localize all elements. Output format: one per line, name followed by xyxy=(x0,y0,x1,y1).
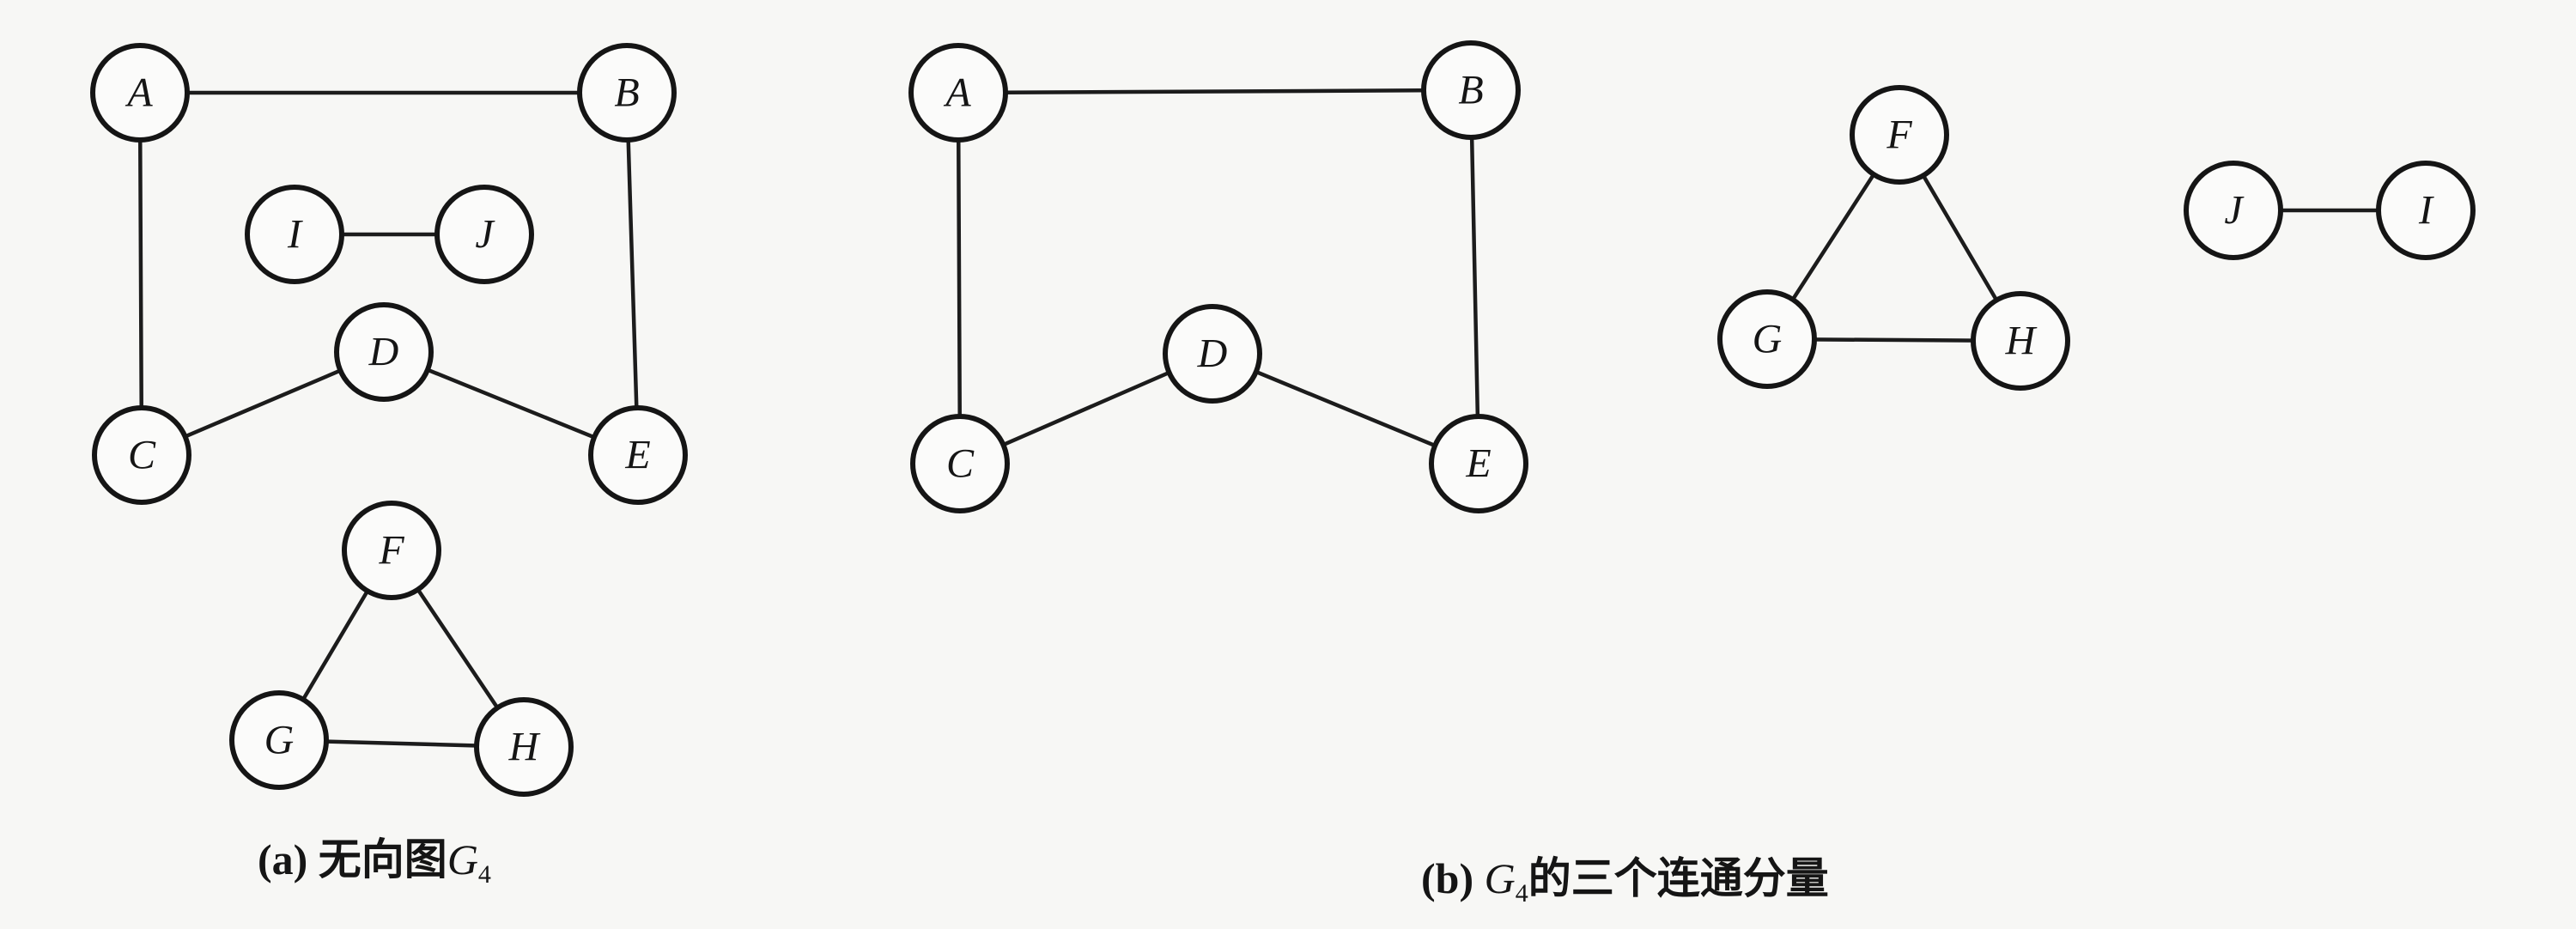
component-1-node-c-circle xyxy=(910,414,1010,513)
graph-a-node-f-label: F xyxy=(378,528,404,574)
component-3-node-i: I xyxy=(2376,161,2476,260)
caption-a: (a) 无向图G4 xyxy=(258,835,491,889)
graph-a-node-j-circle xyxy=(434,185,534,284)
graph-a-node-f: F xyxy=(342,501,441,600)
component-3-node-i-circle xyxy=(2376,161,2476,260)
graph-a-node-i-label: I xyxy=(287,212,303,258)
graph-a-node-b-circle xyxy=(577,43,677,143)
graph-a-node-h: H xyxy=(474,697,574,797)
component-1-node-c: C xyxy=(910,414,1010,513)
component-1-node-e-circle xyxy=(1429,414,1528,513)
component-1-edge-b-e xyxy=(1468,88,1481,466)
caption-a-sub: 4 xyxy=(478,860,491,889)
caption-b-var: G xyxy=(1485,854,1516,902)
graph-a-node-a: A xyxy=(90,43,190,143)
graph-a-node-j: J xyxy=(434,185,534,284)
component-1-node-e: E xyxy=(1429,414,1528,513)
component-1-node-a-circle xyxy=(908,43,1008,143)
component-2-node-g-label: G xyxy=(1753,317,1783,362)
graph-a-node-e: E xyxy=(588,405,688,505)
component-1-node-d: D xyxy=(1163,304,1262,404)
graph-a-node-c: C xyxy=(92,405,191,505)
component-2-node-h-label: H xyxy=(2005,319,2038,364)
graph-a-node-g-label: G xyxy=(264,718,295,763)
graph-a-node-a-label: A xyxy=(125,70,153,116)
component-1-node-c-label: C xyxy=(946,441,975,487)
caption-b-prefix: (b) xyxy=(1421,854,1485,902)
graph-a-node-b-label: B xyxy=(614,70,639,116)
graph-a-node-d: D xyxy=(334,302,434,402)
component-2-node-g-circle xyxy=(1717,289,1817,389)
component-1-node-b-circle xyxy=(1421,40,1521,140)
component-1-node-d-circle xyxy=(1163,304,1262,404)
graph-a-edge-a-c xyxy=(137,90,144,458)
component-3-node-j: J xyxy=(2184,161,2283,260)
graph-a-edge-b-e xyxy=(624,90,641,458)
graph-a-node-h-circle xyxy=(474,697,574,797)
graph-a-node-d-circle xyxy=(334,302,434,402)
component-3-node-j-circle xyxy=(2184,161,2283,260)
caption-b: (b) G4的三个连通分量 xyxy=(1421,854,1829,908)
graph-a-node-j-label: J xyxy=(475,212,495,258)
graph-a-node-e-circle xyxy=(588,405,688,505)
component-1-node-d-label: D xyxy=(1197,331,1228,377)
graph-a-node-c-label: C xyxy=(128,433,156,478)
graph-a-node-g: G xyxy=(229,690,329,790)
graph-a-node-i: I xyxy=(245,185,344,284)
caption-b-suffix: 的三个连通分量 xyxy=(1528,854,1829,902)
component-3-node-j-label: J xyxy=(2224,188,2245,234)
graph-a-node-e-label: E xyxy=(624,433,650,478)
graph-a-node-g-circle xyxy=(229,690,329,790)
component-1-node-a: A xyxy=(908,43,1008,143)
component-1-node-b: B xyxy=(1421,40,1521,140)
component-2-node-g: G xyxy=(1717,289,1817,389)
component-2-node-f: F xyxy=(1850,85,1949,185)
component-1-node-a-label: A xyxy=(943,70,971,116)
graph-a-node-i-circle xyxy=(245,185,344,284)
caption-a-var: G xyxy=(447,835,478,883)
component-1-node-b-label: B xyxy=(1458,68,1483,113)
component-2-node-h-circle xyxy=(1971,291,2070,391)
component-2-node-h: H xyxy=(1971,291,2070,391)
component-1-edge-a-b xyxy=(956,88,1473,95)
graph-a-node-c-circle xyxy=(92,405,191,505)
component-2-node-f-circle xyxy=(1850,85,1949,185)
component-3-node-i-label: I xyxy=(2418,188,2434,234)
graph-a-node-f-circle xyxy=(342,501,441,600)
graph-a-node-d-label: D xyxy=(368,330,399,375)
component-1-edge-a-c xyxy=(956,90,963,466)
graph-a-node-h-label: H xyxy=(508,725,541,770)
graph-a-node-b: B xyxy=(577,43,677,143)
caption-b-sub: 4 xyxy=(1516,879,1528,908)
caption-a-prefix: (a) 无向图 xyxy=(258,835,447,883)
component-2-node-f-label: F xyxy=(1886,112,1912,158)
component-1-node-e-label: E xyxy=(1465,441,1491,487)
graph-a-node-a-circle xyxy=(90,43,190,143)
nodes-layer: A B I J D C E F G H A B D C E F G H J I xyxy=(90,40,2476,797)
